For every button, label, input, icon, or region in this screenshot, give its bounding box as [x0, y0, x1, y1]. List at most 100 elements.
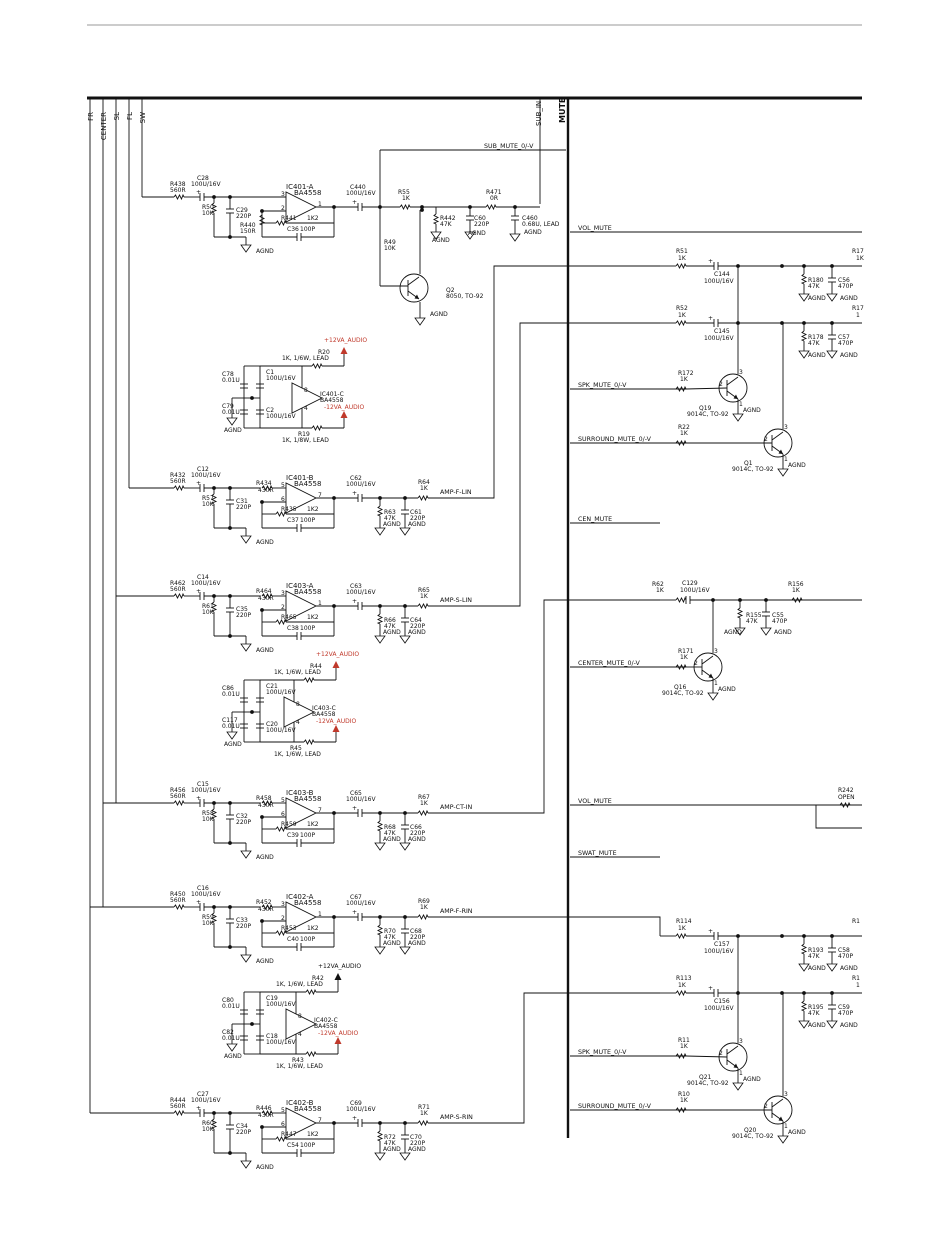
pin-number: 4	[296, 719, 300, 726]
base-resistor-ref: R10	[678, 1091, 690, 1098]
opamp-ref: IC401-B	[286, 474, 314, 482]
base-resistor-value: 1K	[680, 654, 689, 661]
decoupling-cap-value: 0.01U	[222, 1003, 240, 1010]
channel-resistor-ref: R113	[676, 975, 692, 982]
resistor-symbol	[675, 319, 687, 327]
resistor-symbol	[261, 484, 273, 492]
transistor-symbol	[763, 428, 793, 458]
channel-resistor-value: 47K	[746, 618, 759, 625]
emitter-arrow	[414, 294, 419, 299]
resistor-symbol	[173, 903, 185, 911]
pin-number: 2	[764, 1103, 768, 1110]
net-label: SUB_MUTE_0/-V	[484, 143, 534, 150]
sub-cap-ref: C60	[474, 215, 486, 222]
resistor-symbol	[675, 989, 687, 997]
load-cap-value: 220P	[410, 934, 425, 941]
sub-resistor-ref: R471	[486, 189, 502, 196]
bulk-cap-ref: C2	[266, 407, 274, 414]
transistor-ref: Q20	[744, 1127, 757, 1134]
ground-label: AGND	[408, 1146, 426, 1153]
decoupling-cap-value: 0.01U	[222, 691, 240, 698]
channel-cap-ref: C59	[838, 1004, 850, 1011]
transistor-ref: Q2	[446, 287, 455, 294]
sub-resistor-ref: R49	[384, 239, 396, 246]
ground-symbol	[826, 1020, 838, 1029]
junction-dot	[228, 841, 232, 845]
transistor-collector	[771, 431, 784, 441]
resistor-symbol	[417, 809, 429, 817]
feedback-cap-value: 100P	[300, 625, 315, 632]
resistor-symbol	[800, 273, 808, 285]
resistor-symbol	[305, 1050, 317, 1058]
load-resistor-value: 47K	[384, 1140, 397, 1147]
ground-label: AGND	[256, 248, 274, 255]
load-resistor-value: 47K	[384, 515, 397, 522]
negative-rail-label: -12VA_AUDIO	[324, 404, 365, 411]
ground-symbol	[240, 1160, 252, 1169]
ground-label: AGND	[256, 539, 274, 546]
pin-number: 3	[281, 191, 285, 198]
channel-cap-value: 100U/16V	[704, 278, 735, 285]
channel-resistor-ref: R180	[808, 277, 824, 284]
rail-resistor-ref: R44	[310, 663, 322, 670]
pin-number: 1	[739, 401, 743, 408]
opamp-symbol	[285, 1008, 318, 1040]
mute-net-label: CENTER_MUTE_0/-V	[578, 660, 640, 667]
opamp-symbol	[283, 696, 316, 728]
out-resistor-ref: R64	[418, 479, 430, 486]
feedback-resistor-ref: R447	[281, 1131, 297, 1138]
resistor-symbol	[675, 1106, 687, 1114]
input-resistor-ref: R432	[170, 472, 186, 479]
pin-number: 7	[318, 492, 322, 499]
feedback-resistor-ref: R435	[281, 506, 297, 513]
load-resistor-ref: R72	[384, 1134, 396, 1141]
output-cap-ref: C63	[350, 583, 362, 590]
channel-cap-ref: C145	[714, 328, 730, 335]
edge-resistor-ref: R17	[852, 248, 864, 255]
series-resistor-value: 430R	[258, 487, 274, 494]
feedback-resistor-ref: R459	[281, 821, 297, 828]
load-cap-ref: C64	[410, 617, 422, 624]
input-cap-ref: C16	[197, 885, 209, 892]
mute-switch-section: VOL_MUTESPK_MUTE_0/-VSURROUND_MUTE_0/-VC…	[480, 225, 865, 1144]
mute-net-label: SURROUND_MUTE_0/-V	[578, 436, 652, 443]
channel-resistor-value: 47K	[808, 1010, 821, 1017]
feedback-cap-value: 100P	[300, 1142, 315, 1149]
ground-symbol	[226, 417, 238, 426]
bulk-cap-value: 100U/16V	[266, 375, 297, 382]
ground-label: AGND	[724, 629, 742, 636]
out-resistor-value: 1K	[420, 593, 429, 600]
pin-number: 7	[318, 1117, 322, 1124]
rail-resistor-value: 1K, 1/8W, LEAD	[282, 437, 329, 444]
polarity-plus: +	[352, 598, 357, 605]
resistor-symbol	[675, 663, 687, 671]
ground-label: AGND	[408, 940, 426, 947]
ground-symbol	[374, 842, 386, 851]
resistor-symbol	[261, 592, 273, 600]
pin-number: 2	[764, 436, 768, 443]
channel-cap-value: 470P	[772, 618, 787, 625]
input-cap-ref: C28	[197, 175, 209, 182]
open-resistor-value: OPEN	[838, 794, 855, 801]
load-resistor-ref: R70	[384, 928, 396, 935]
bus-label: CENTER	[100, 112, 108, 140]
bulk-cap-ref: C21	[266, 683, 278, 690]
ground-label: AGND	[383, 521, 401, 528]
wire	[480, 992, 660, 1124]
opamp-part: BA4558	[294, 899, 321, 907]
feedback-cap-ref: C36	[287, 226, 299, 233]
resistor-symbol	[417, 602, 429, 610]
ground-symbol	[240, 850, 252, 859]
ground-label: AGND	[743, 1076, 761, 1083]
emitter-arrow	[778, 1116, 783, 1121]
shunt-cap-value: 220P	[236, 213, 251, 220]
channel-cap-ref: C129	[682, 580, 698, 587]
positive-rail-label: +12VA_AUDIO	[324, 337, 367, 344]
transistor-symbol	[399, 273, 429, 303]
pin-number: 5	[281, 797, 285, 804]
series-resistor-ref: R458	[256, 795, 272, 802]
resistor-symbol	[210, 912, 218, 924]
